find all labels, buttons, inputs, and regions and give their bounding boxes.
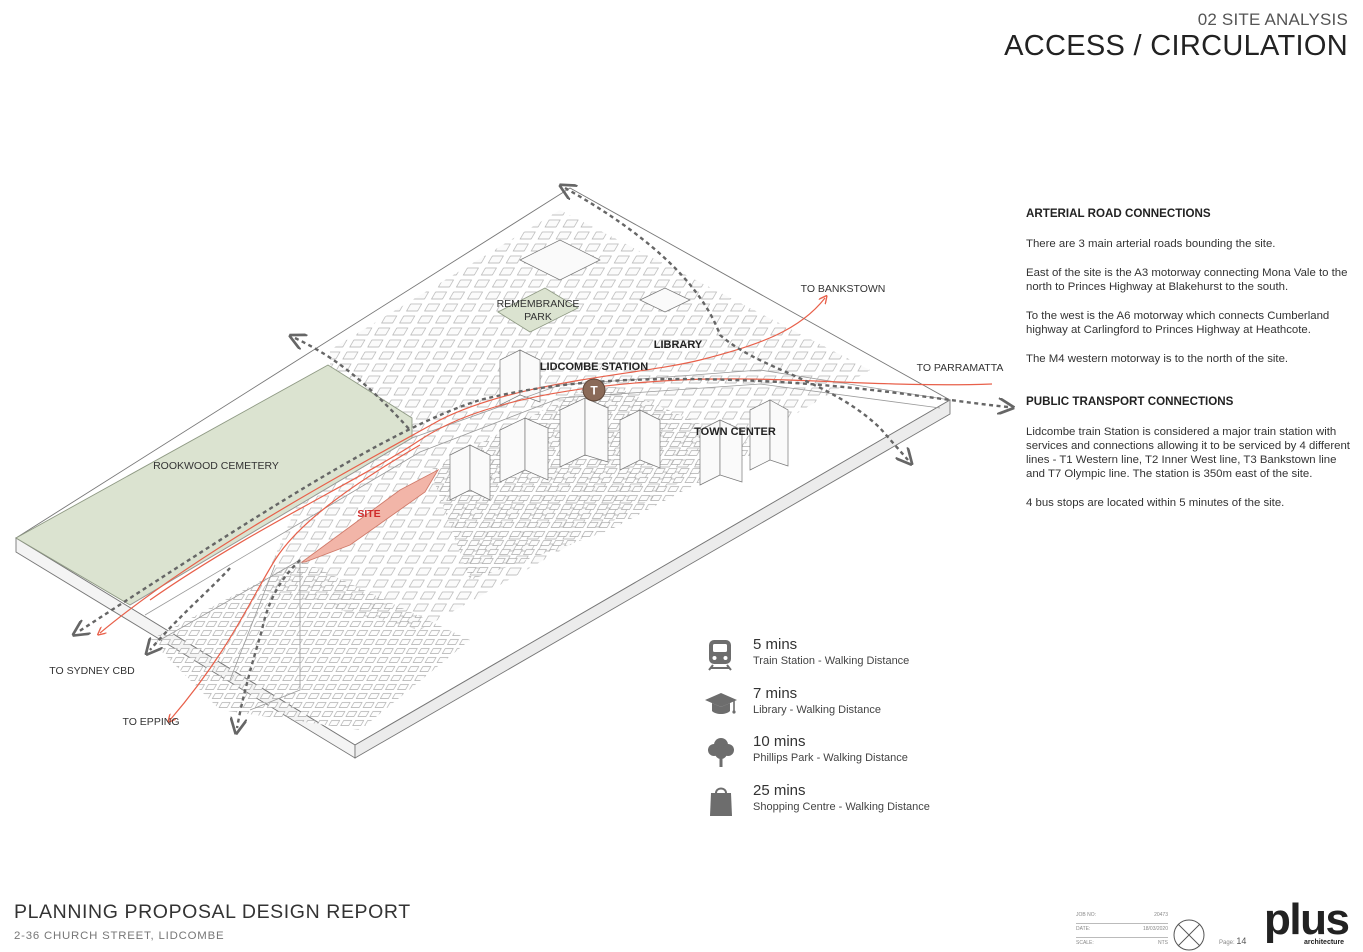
legend-desc-park: Phillips Park - Walking Distance [753, 752, 908, 764]
transport-heading: PUBLIC TRANSPORT CONNECTIONS [1026, 395, 1234, 408]
transport-paragraph-2: 4 bus stops are located within 5 minutes… [1026, 497, 1285, 509]
plus-logo: plus [1264, 895, 1350, 944]
title-block-job-row: JOB NO: 20473 [1076, 910, 1168, 924]
axonometric-site-map: T REMEMBRANCE PARK LIBRARY LIDCOMBE STAT… [15, 170, 1020, 759]
legend-item-shopping: 25 mins Shopping Centre - Walking Distan… [703, 782, 1003, 831]
arterial-paragraph-3: To the west is the A6 motorway which con… [1026, 310, 1330, 336]
label-library: LIBRARY [654, 339, 703, 351]
date-value: 18/03/2020 [1142, 926, 1168, 932]
arterial-paragraph-4: The M4 western motorway is to the north … [1026, 353, 1289, 365]
shopping-bag-icon [710, 787, 732, 816]
page-number-value: 14 [1236, 936, 1247, 946]
legend-time-shopping: 25 mins [753, 781, 806, 799]
label-town-center: TOWN CENTER [694, 426, 776, 438]
tree-icon [708, 738, 734, 767]
label-lidcombe-station: LIDCOMBE STATION [540, 361, 648, 373]
section-label: 02 SITE ANALYSIS [1197, 10, 1348, 29]
label-site: SITE [357, 508, 380, 520]
title-block: JOB NO: 20473 DATE: 18/03/2020 SCALE: NT… [1076, 910, 1168, 951]
arterial-paragraph-1: There are 3 main arterial roads bounding… [1026, 238, 1276, 250]
graduation-cap-icon [705, 692, 737, 714]
station-marker: T [582, 378, 606, 402]
label-to-epping: TO EPPING [123, 716, 180, 728]
scale-value: NTS [1158, 940, 1168, 946]
page-label: Page: [1219, 940, 1235, 946]
page-number: Page: 14 [1219, 936, 1246, 946]
legend-time-library: 7 mins [753, 684, 798, 702]
road-arrows [78, 188, 1008, 728]
date-label: DATE: [1076, 926, 1091, 932]
arterial-heading: ARTERIAL ROAD CONNECTIONS [1026, 207, 1211, 220]
page-title: ACCESS / CIRCULATION [1004, 30, 1348, 62]
report-address: 2-36 CHURCH STREET, LIDCOMBE [14, 930, 225, 942]
report-title: PLANNING PROPOSAL DESIGN REPORT [14, 901, 411, 923]
arterial-paragraph-2: East of the site is the A3 motorway conn… [1026, 267, 1348, 293]
legend-desc-train: Train Station - Walking Distance [753, 655, 910, 667]
label-to-bankstown: TO BANKSTOWN [801, 283, 886, 295]
scale-label: SCALE: [1076, 940, 1094, 946]
station-marker-letter: T [590, 384, 598, 398]
label-to-sydney-cbd: TO SYDNEY CBD [49, 665, 135, 677]
label-rookwood-cemetery: ROOKWOOD CEMETERY [153, 460, 279, 472]
transport-paragraph-1: Lidcombe train Station is considered a m… [1026, 426, 1350, 480]
train-icon [708, 640, 732, 671]
title-block-date-row: DATE: 18/03/2020 [1076, 924, 1168, 938]
legend-time-park: 10 mins [753, 733, 806, 750]
label-remembrance-park-line1: REMEMBRANCE [497, 298, 580, 310]
label-remembrance-park-line2: PARK [524, 311, 552, 323]
legend-item-park: 10 mins Phillips Park - Walking Distance [703, 733, 1003, 782]
info-panel: ARTERIAL ROAD CONNECTIONS There are 3 ma… [1026, 207, 1351, 525]
job-no-label: JOB NO: [1076, 912, 1097, 918]
plus-logo-subtitle: architecture [1304, 939, 1345, 946]
legend-desc-library: Library - Walking Distance [753, 703, 881, 716]
job-no-value: 20473 [1154, 912, 1168, 918]
legend-item-train: 5 mins Train Station - Walking Distance [703, 636, 1003, 685]
legend-item-library: 7 mins Library - Walking Distance [703, 685, 1003, 734]
legend-time-train: 5 mins [753, 636, 798, 653]
label-to-parramatta: TO PARRAMATTA [917, 362, 1004, 374]
title-block-scale-row: SCALE: NTS [1076, 938, 1168, 951]
walking-distance-legend: 5 mins Train Station - Walking Distance … [703, 636, 1003, 830]
legend-desc-shopping: Shopping Centre - Walking Distance [753, 800, 930, 813]
